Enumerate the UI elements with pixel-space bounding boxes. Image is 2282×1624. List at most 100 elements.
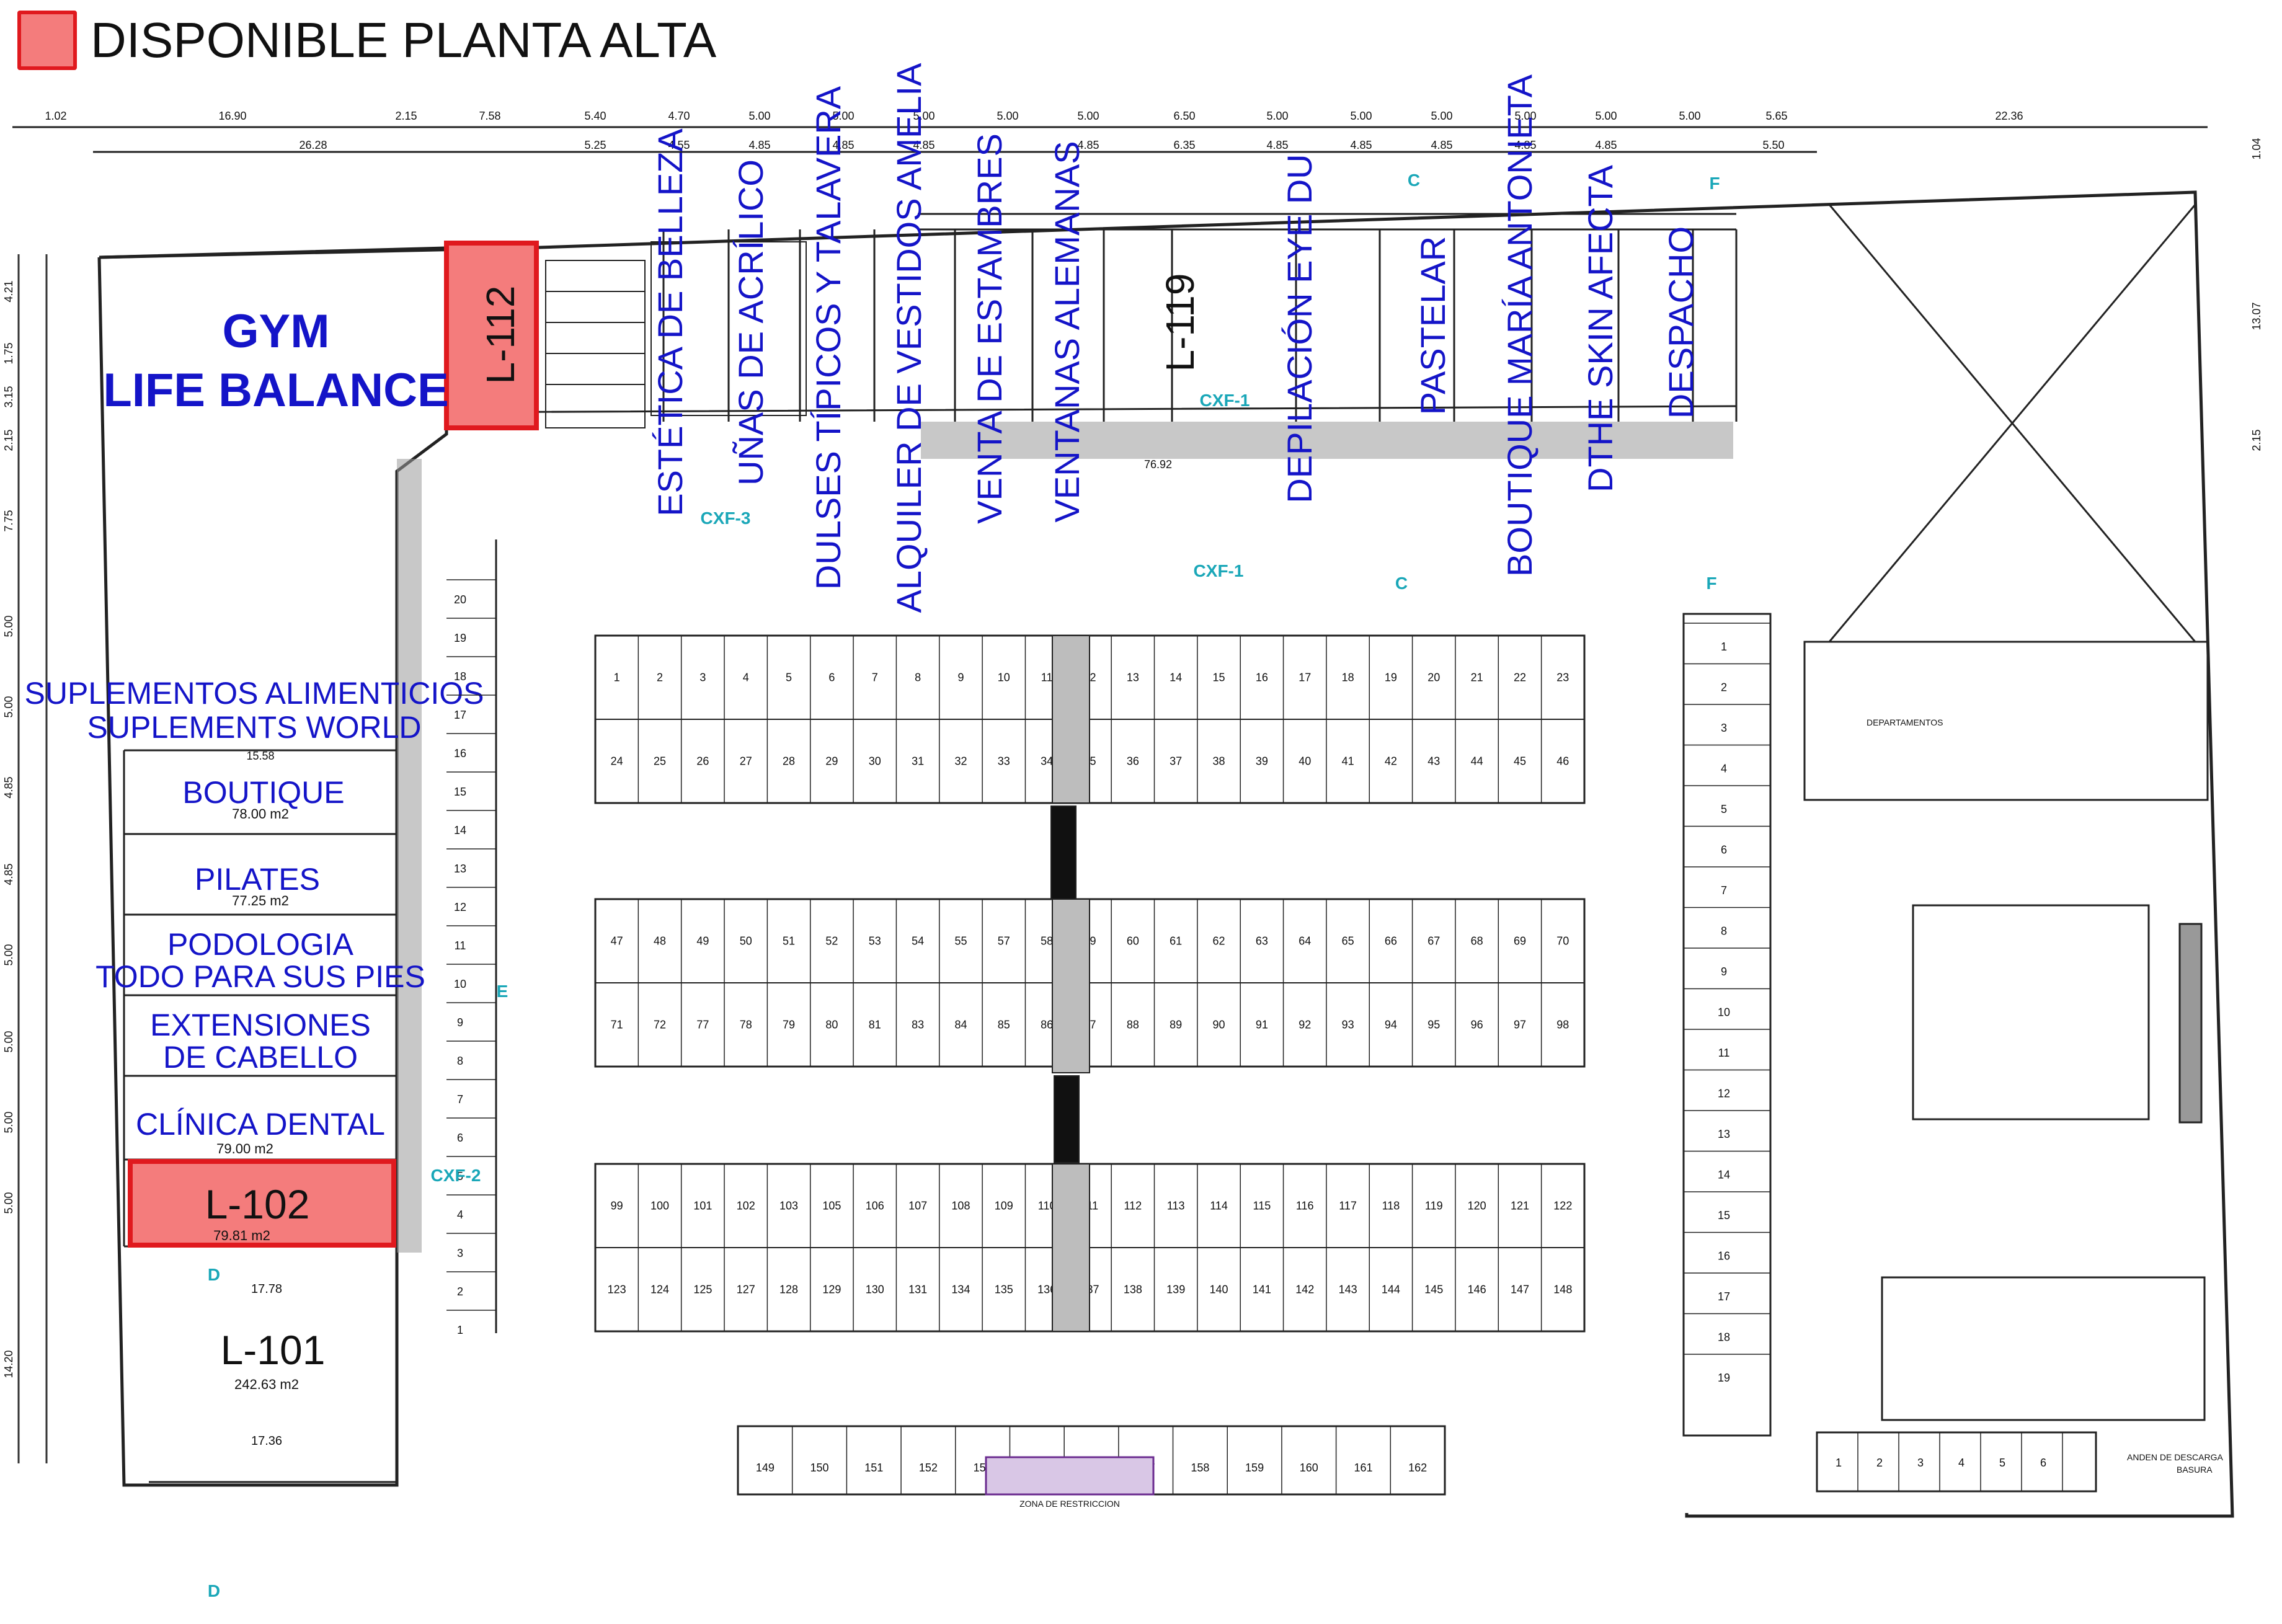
parking-number: 5 xyxy=(1999,1457,2005,1469)
right-dimension: 2.15 xyxy=(2250,429,2263,451)
parking-number: 109 xyxy=(995,1200,1013,1212)
extensiones-label-1: EXTENSIONES xyxy=(150,1008,371,1042)
section-tag: C xyxy=(1408,171,1420,190)
parking-number: 143 xyxy=(1339,1284,1357,1296)
left-shop-grid xyxy=(123,749,397,1483)
parking-number: 3 xyxy=(457,1247,463,1259)
podologia-label-1: PODOLOGIA xyxy=(167,927,354,962)
parking-number: 12 xyxy=(454,901,466,913)
unit-l112-label: L-112 xyxy=(478,286,523,384)
parking-number: 42 xyxy=(1385,755,1397,768)
top-dimension: 5.00 xyxy=(997,110,1018,122)
section-tag: CXF-3 xyxy=(701,508,751,528)
parking-number: 151 xyxy=(864,1462,883,1474)
parking-number: 6 xyxy=(1721,844,1727,856)
parking-number: 27 xyxy=(740,755,752,768)
top-dimension: 5.40 xyxy=(584,110,606,122)
gym-title: GYM xyxy=(222,305,329,358)
parking-number: 144 xyxy=(1382,1284,1400,1296)
parking-number: 16 xyxy=(1256,672,1268,684)
parking-number: 83 xyxy=(912,1019,924,1031)
parking-number: 100 xyxy=(650,1200,669,1212)
parking-number: 18 xyxy=(454,670,466,683)
parking-number: 53 xyxy=(869,935,881,947)
parking-number: 84 xyxy=(954,1019,967,1031)
shop-label: VENTANAS ALEMANAS xyxy=(1047,141,1086,522)
parking-number: 110 xyxy=(1038,1200,1056,1212)
top-dimension: 5.00 xyxy=(748,110,770,122)
l102-area: 79.81 m2 xyxy=(213,1228,270,1243)
parking-number: 69 xyxy=(1514,935,1526,947)
left-shop-labels: SUPLEMENTOS ALIMENTICIOS SUPLEMENTS WORL… xyxy=(25,676,484,1142)
left-dimension: 1.75 xyxy=(2,342,15,364)
parking-number: 57 xyxy=(998,935,1010,947)
dental-label: CLÍNICA DENTAL xyxy=(136,1107,385,1142)
parking-number: 61 xyxy=(1170,935,1182,947)
section-tag: D xyxy=(208,1581,220,1600)
section-tag: CXF-1 xyxy=(1194,561,1244,580)
top-dimension: 5.00 xyxy=(1679,110,1700,122)
top-shop-strip xyxy=(445,213,1737,434)
parking-number: 31 xyxy=(912,755,924,768)
available-swatch xyxy=(17,11,77,70)
parking-number: 3 xyxy=(1721,722,1727,734)
parking-number: 88 xyxy=(1127,1019,1139,1031)
top-dimension: 5.65 xyxy=(1765,110,1787,122)
parking-number: 45 xyxy=(1514,755,1526,768)
restriction-label: ZONA DE RESTRICCION xyxy=(1019,1499,1120,1509)
parking-number: 152 xyxy=(919,1462,938,1474)
parking-number: 71 xyxy=(611,1019,623,1031)
top-dimension: 1.02 xyxy=(45,110,66,122)
parking-number: 49 xyxy=(696,935,709,947)
parking-number: 131 xyxy=(908,1284,927,1296)
top-dimension: 5.00 xyxy=(1595,110,1617,122)
section-tag: CXF-1 xyxy=(1200,391,1250,410)
second-dimension: 4.85 xyxy=(1595,139,1617,151)
parking-number: 51 xyxy=(783,935,795,947)
parking-number: 1 xyxy=(1721,641,1727,653)
parking-number: 14 xyxy=(1170,672,1182,684)
parking-number: 11 xyxy=(1718,1047,1730,1059)
parking-number: 2 xyxy=(1876,1457,1883,1469)
left-dimension: 7.75 xyxy=(2,510,15,531)
parking-number: 127 xyxy=(737,1284,755,1296)
right-column-box xyxy=(1682,613,1772,1437)
parking-number: 36 xyxy=(1127,755,1139,768)
section-tag: E xyxy=(497,982,508,1001)
parking-number: 107 xyxy=(908,1200,927,1212)
parking-number: 10 xyxy=(1718,1006,1730,1019)
left-dimension: 5.00 xyxy=(2,1111,15,1133)
extensiones-label-2: DE CABELLO xyxy=(163,1040,358,1075)
parking-number: 55 xyxy=(954,935,967,947)
restriction-zone xyxy=(985,1456,1155,1496)
parking-number: 12 xyxy=(1718,1088,1730,1100)
top-dimension: 5.00 xyxy=(832,110,854,122)
basura-label: BASURA xyxy=(2177,1465,2213,1475)
parking-number: 17 xyxy=(1299,672,1311,684)
parking-number: 145 xyxy=(1424,1284,1443,1296)
left-dimension: 3.15 xyxy=(2,386,15,407)
top-dimension: 5.00 xyxy=(1350,110,1372,122)
parking-number: 112 xyxy=(1124,1200,1142,1212)
dim-7692: 76.92 xyxy=(1144,458,1172,471)
parking-number: 161 xyxy=(1354,1462,1372,1474)
section-tag: CXF-2 xyxy=(431,1166,481,1185)
parking-number: 4 xyxy=(1721,763,1727,775)
parking-number: 118 xyxy=(1382,1200,1400,1212)
parking-number: 159 xyxy=(1245,1462,1264,1474)
dim-1558: 15.58 xyxy=(246,750,274,762)
parking-number: 70 xyxy=(1556,935,1569,947)
parking-number: 28 xyxy=(783,755,795,768)
parking-number: 98 xyxy=(1556,1019,1569,1031)
parking-number: 9 xyxy=(957,672,964,684)
top-dimension: 5.00 xyxy=(1266,110,1288,122)
parking-number: 138 xyxy=(1124,1284,1142,1296)
parking-number: 17 xyxy=(454,709,466,721)
parking-number: 19 xyxy=(1718,1372,1730,1384)
pedestrian-paths xyxy=(1050,635,1090,1332)
parking-number: 160 xyxy=(1300,1462,1318,1474)
parking-number: 94 xyxy=(1385,1019,1397,1031)
top-walkway xyxy=(921,422,1733,459)
